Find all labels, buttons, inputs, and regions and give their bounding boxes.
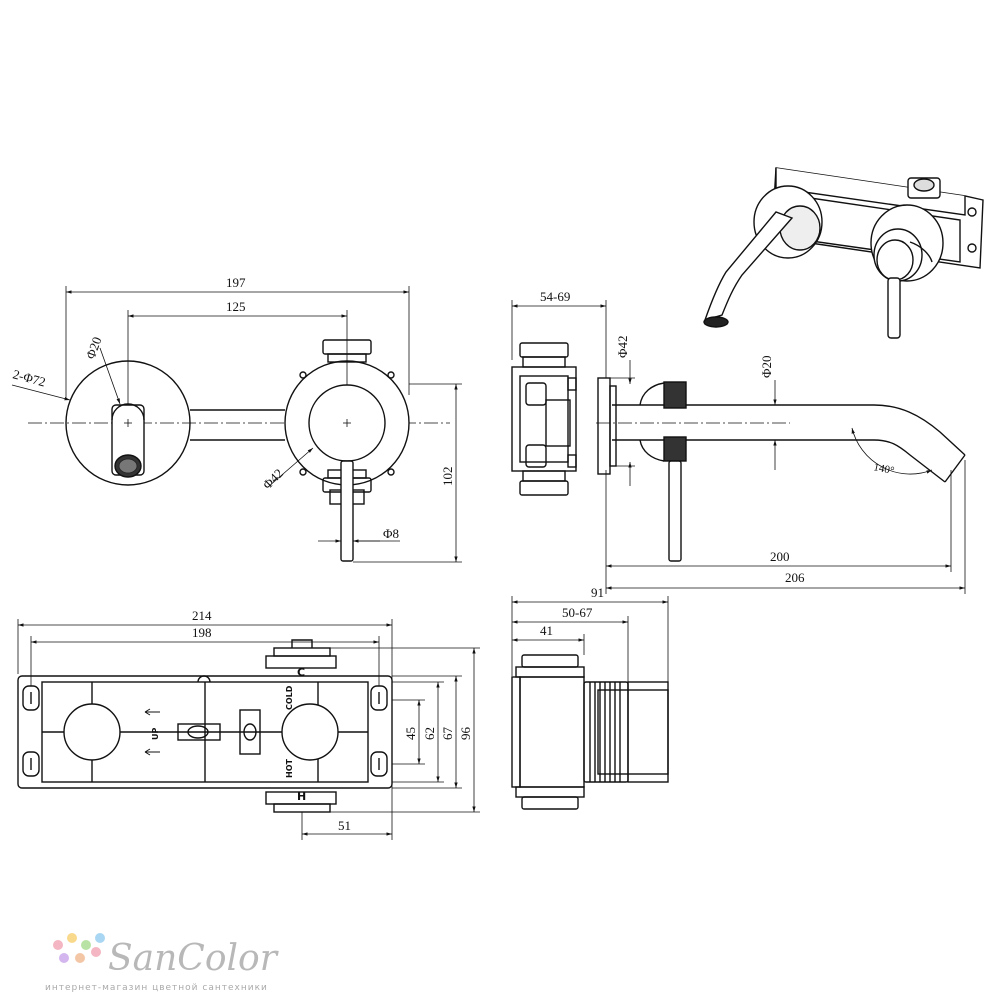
- brand-dot: [95, 933, 105, 943]
- dim-91: 91: [591, 585, 604, 600]
- label-hot: HOT: [285, 759, 294, 778]
- spout-tip: [703, 316, 729, 328]
- dim-140-deg: 140°: [872, 461, 895, 477]
- dim-45: 45: [403, 727, 418, 740]
- box-outlet-right: [281, 703, 339, 761]
- brand-dot: [67, 933, 77, 943]
- brand-logo: SanColor интернет-магазин цветной сантех…: [45, 933, 279, 993]
- label-h: H: [297, 790, 306, 803]
- dim-50-67: 50-67: [562, 605, 593, 620]
- brand-dot: [81, 940, 91, 950]
- dim-54-69: 54-69: [540, 289, 570, 304]
- brand-tagline: интернет-магазин цветной сантехники: [45, 983, 268, 993]
- lever-handle: [340, 460, 354, 562]
- dim-phi20-front: Φ20: [83, 335, 105, 361]
- box-side-dimensions: [511, 596, 669, 682]
- dim-phi42-front: Φ42: [260, 466, 287, 493]
- dim-198: 198: [192, 625, 212, 640]
- dim-51: 51: [338, 818, 351, 833]
- label-up: UP: [151, 728, 160, 740]
- label-c: C: [297, 666, 305, 679]
- dim-67: 67: [440, 727, 455, 741]
- side-view: [511, 342, 966, 562]
- front-view-dimensions: [11, 286, 462, 563]
- brand-dot: [75, 953, 85, 963]
- label-cold: COLD: [285, 685, 294, 710]
- side-view-dimensions: [511, 300, 966, 594]
- isometric-view: [703, 167, 984, 339]
- front-view: [28, 339, 450, 562]
- brand-dot: [59, 953, 69, 963]
- box-front-view: [17, 639, 393, 813]
- box-side-view: [511, 654, 669, 810]
- brand-dot: [53, 940, 63, 950]
- brand-name: SanColor: [108, 938, 279, 979]
- dim-phi8: Φ8: [383, 526, 399, 541]
- dim-206: 206: [785, 570, 805, 585]
- brand-dots-icon: [53, 933, 105, 963]
- dim-200: 200: [770, 549, 790, 564]
- dim-41: 41: [540, 623, 553, 638]
- dim-102: 102: [440, 467, 455, 487]
- dim-phi42-side: Φ42: [615, 335, 630, 358]
- brand-dot: [91, 947, 101, 957]
- dim-96: 96: [458, 727, 473, 741]
- dim-phi20-side: Φ20: [759, 355, 774, 378]
- box-front-dimensions: [17, 619, 480, 840]
- dim-214: 214: [192, 608, 212, 623]
- dim-125: 125: [226, 299, 246, 314]
- box-outlet-left: [63, 703, 121, 761]
- dim-197: 197: [226, 275, 246, 290]
- knurled-collar: [663, 381, 687, 409]
- dim-62: 62: [422, 727, 437, 740]
